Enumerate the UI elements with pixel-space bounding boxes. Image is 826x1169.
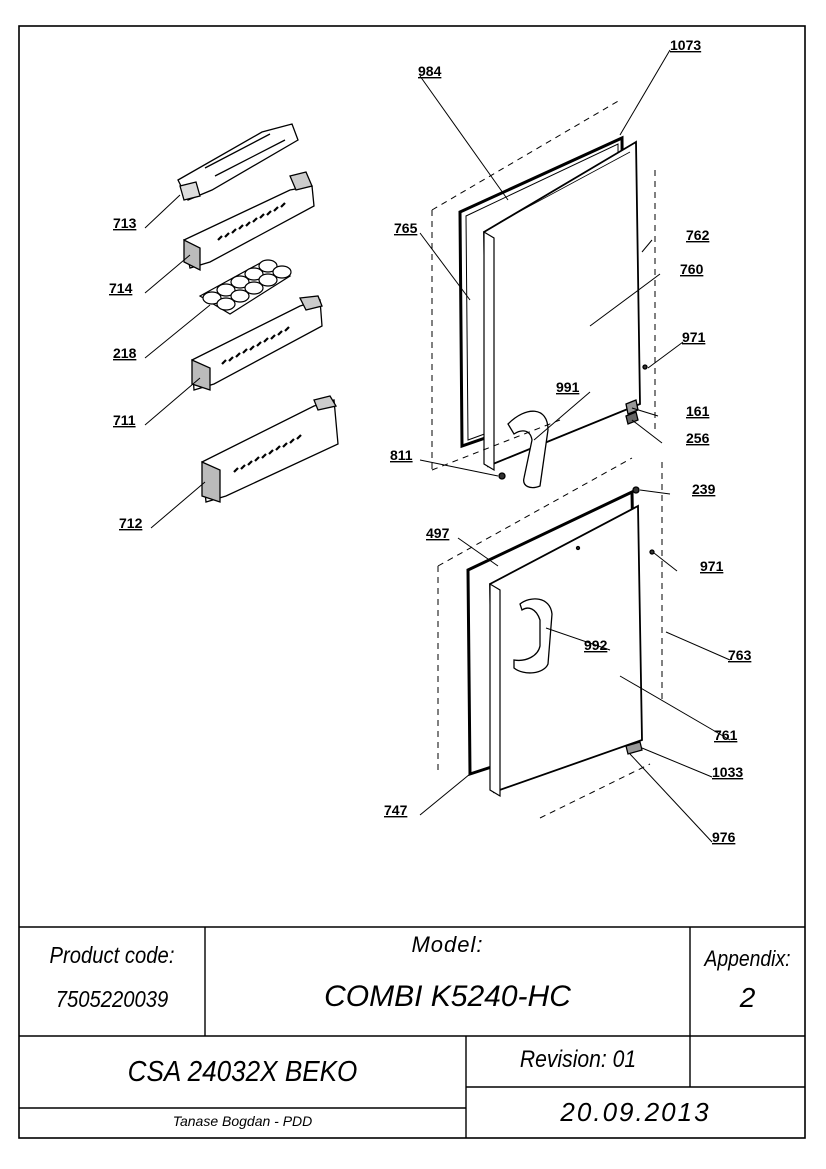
label-218: 218 [113, 345, 137, 361]
shelf-711-drawing [191, 295, 323, 391]
label-497: 497 [426, 525, 450, 541]
label-1033: 1033 [712, 764, 743, 780]
model-label: Model: [411, 932, 484, 957]
label-971-lower: 971 [700, 558, 724, 574]
model-value: COMBI K5240-HC [324, 980, 571, 1013]
label-714: 714 [109, 280, 133, 296]
label-712: 712 [119, 515, 143, 531]
label-161: 161 [686, 403, 710, 419]
egg-tray-218-drawing [198, 259, 292, 315]
shelf-714-drawing [183, 171, 315, 272]
shelf-713-drawing [177, 123, 299, 201]
label-713: 713 [113, 215, 137, 231]
label-765: 765 [394, 220, 418, 236]
label-976: 976 [712, 829, 736, 845]
product-code-value: 7505220039 [55, 986, 169, 1012]
label-763: 763 [728, 647, 752, 663]
product-code-label: Product code: [49, 942, 175, 968]
label-811: 811 [390, 447, 413, 463]
leader-lines [144, 49, 731, 843]
label-256: 256 [686, 430, 710, 446]
label-239: 239 [692, 481, 716, 497]
sheet-frame [18, 25, 806, 1139]
author: Tanase Bogdan - PDD [172, 1113, 313, 1129]
lower-door-drawing [466, 489, 655, 798]
revision: Revision: 01 [519, 1046, 637, 1073]
part-labels: 713 714 218 711 712 984 1073 765 762 760… [109, 37, 752, 845]
upper-door-dashed-outlines [431, 99, 656, 471]
label-1073: 1073 [670, 37, 701, 53]
label-761: 761 [714, 727, 738, 743]
upper-door-drawing [458, 135, 648, 494]
label-711: 711 [113, 412, 136, 428]
label-992: 992 [584, 637, 608, 653]
shelf-712-drawing [201, 395, 339, 503]
lower-door-dashed-outlines [437, 457, 663, 819]
label-984: 984 [418, 63, 442, 79]
label-760: 760 [680, 261, 704, 277]
title-block-grid [19, 926, 805, 1138]
date: 20.09.2013 [560, 1097, 711, 1127]
label-747: 747 [384, 802, 408, 818]
appendix-label: Appendix: [704, 946, 791, 971]
label-971-upper: 971 [682, 329, 706, 345]
appendix-value: 2 [739, 982, 756, 1013]
label-991: 991 [556, 379, 580, 395]
model-code: CSA 24032X BEKO [127, 1056, 358, 1088]
label-762: 762 [686, 227, 710, 243]
